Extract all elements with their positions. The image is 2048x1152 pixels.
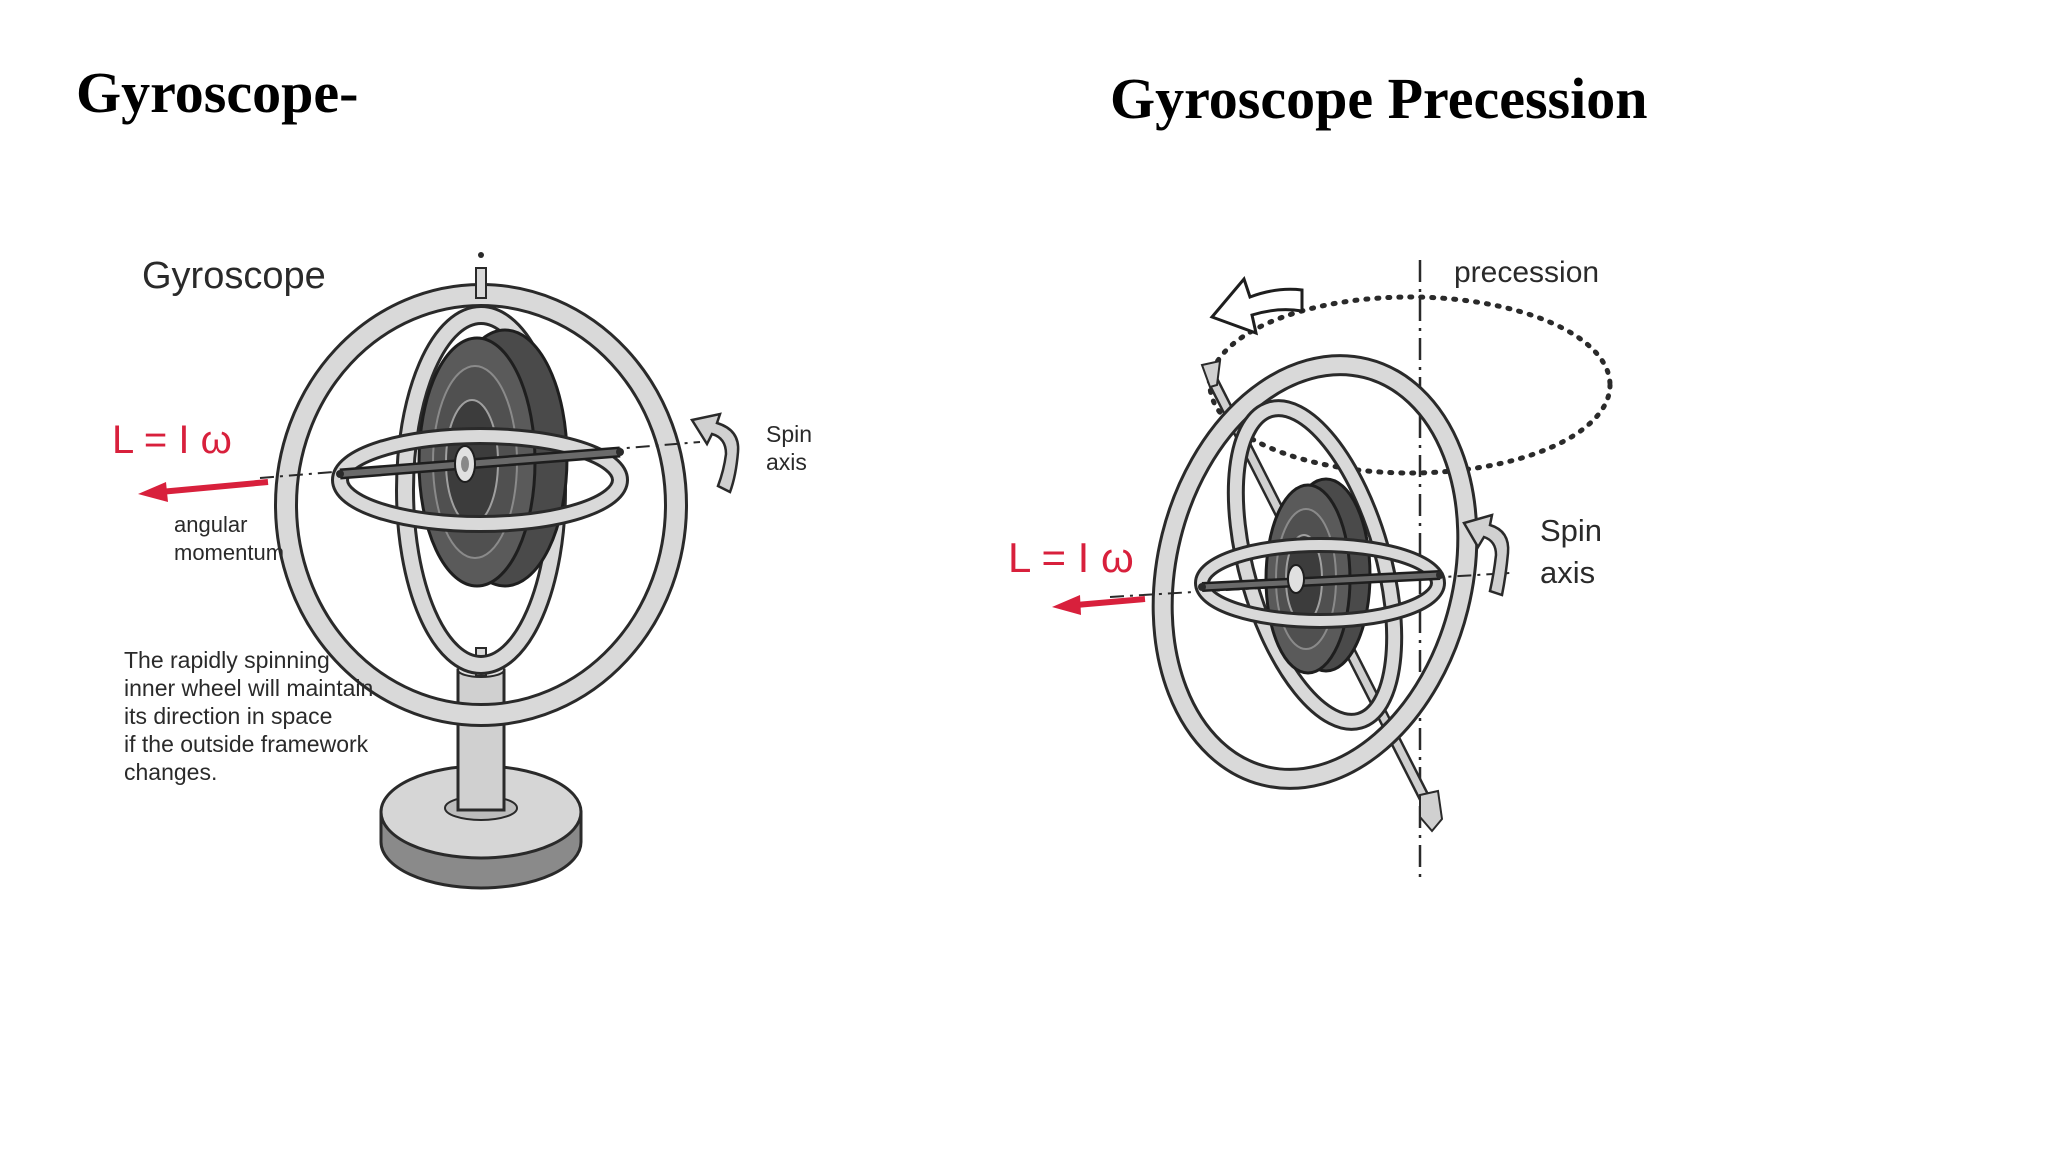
caption-line: The rapidly spinning: [124, 647, 330, 673]
diagram-caption: The rapidly spinning inner wheel will ma…: [124, 647, 373, 785]
outer-gimbal-ring: [274, 252, 688, 727]
spin-label-line2: axis: [1540, 555, 1595, 590]
spin-label-line1: Spin: [1540, 513, 1602, 548]
page-title-left: Gyroscope-: [76, 60, 359, 125]
wheel-axle: [336, 445, 624, 483]
inner-gimbal-ring: [331, 427, 629, 533]
curved-arrow-icon: [1209, 275, 1304, 336]
equation-label: L = I ω: [1008, 534, 1134, 581]
angular-momentum-arrow: [138, 479, 269, 502]
equation-label: L = I ω: [112, 418, 232, 462]
caption-line: its direction in space: [124, 703, 332, 729]
momentum-label-line2: momentum: [174, 540, 284, 565]
page-title-right: Gyroscope Precession: [1110, 66, 1648, 131]
curved-arrow-icon: [689, 412, 740, 494]
caption-line: if the outside framework: [124, 731, 369, 757]
wheel-axle: [1198, 564, 1444, 594]
spin-label-line2: axis: [766, 449, 807, 475]
spin-axis-line: [1109, 572, 1511, 598]
precession-diagram: precession L = I ω Spin axis: [980, 235, 1660, 895]
gyroscope-diagram: Gyroscope L = I ω angular momentum Spin …: [100, 230, 860, 910]
precession-path: [1207, 294, 1613, 476]
diagram-heading: Gyroscope: [142, 255, 326, 297]
precession-label: precession: [1454, 256, 1599, 289]
outer-gimbal-ring: [1151, 354, 1479, 790]
caption-line: changes.: [124, 759, 217, 785]
angular-momentum-arrow: [1052, 595, 1146, 615]
curved-arrow-icon: [1462, 513, 1510, 597]
caption-line: inner wheel will maintain: [124, 675, 373, 701]
momentum-label-line1: angular: [174, 512, 247, 537]
spin-label-line1: Spin: [766, 421, 812, 447]
